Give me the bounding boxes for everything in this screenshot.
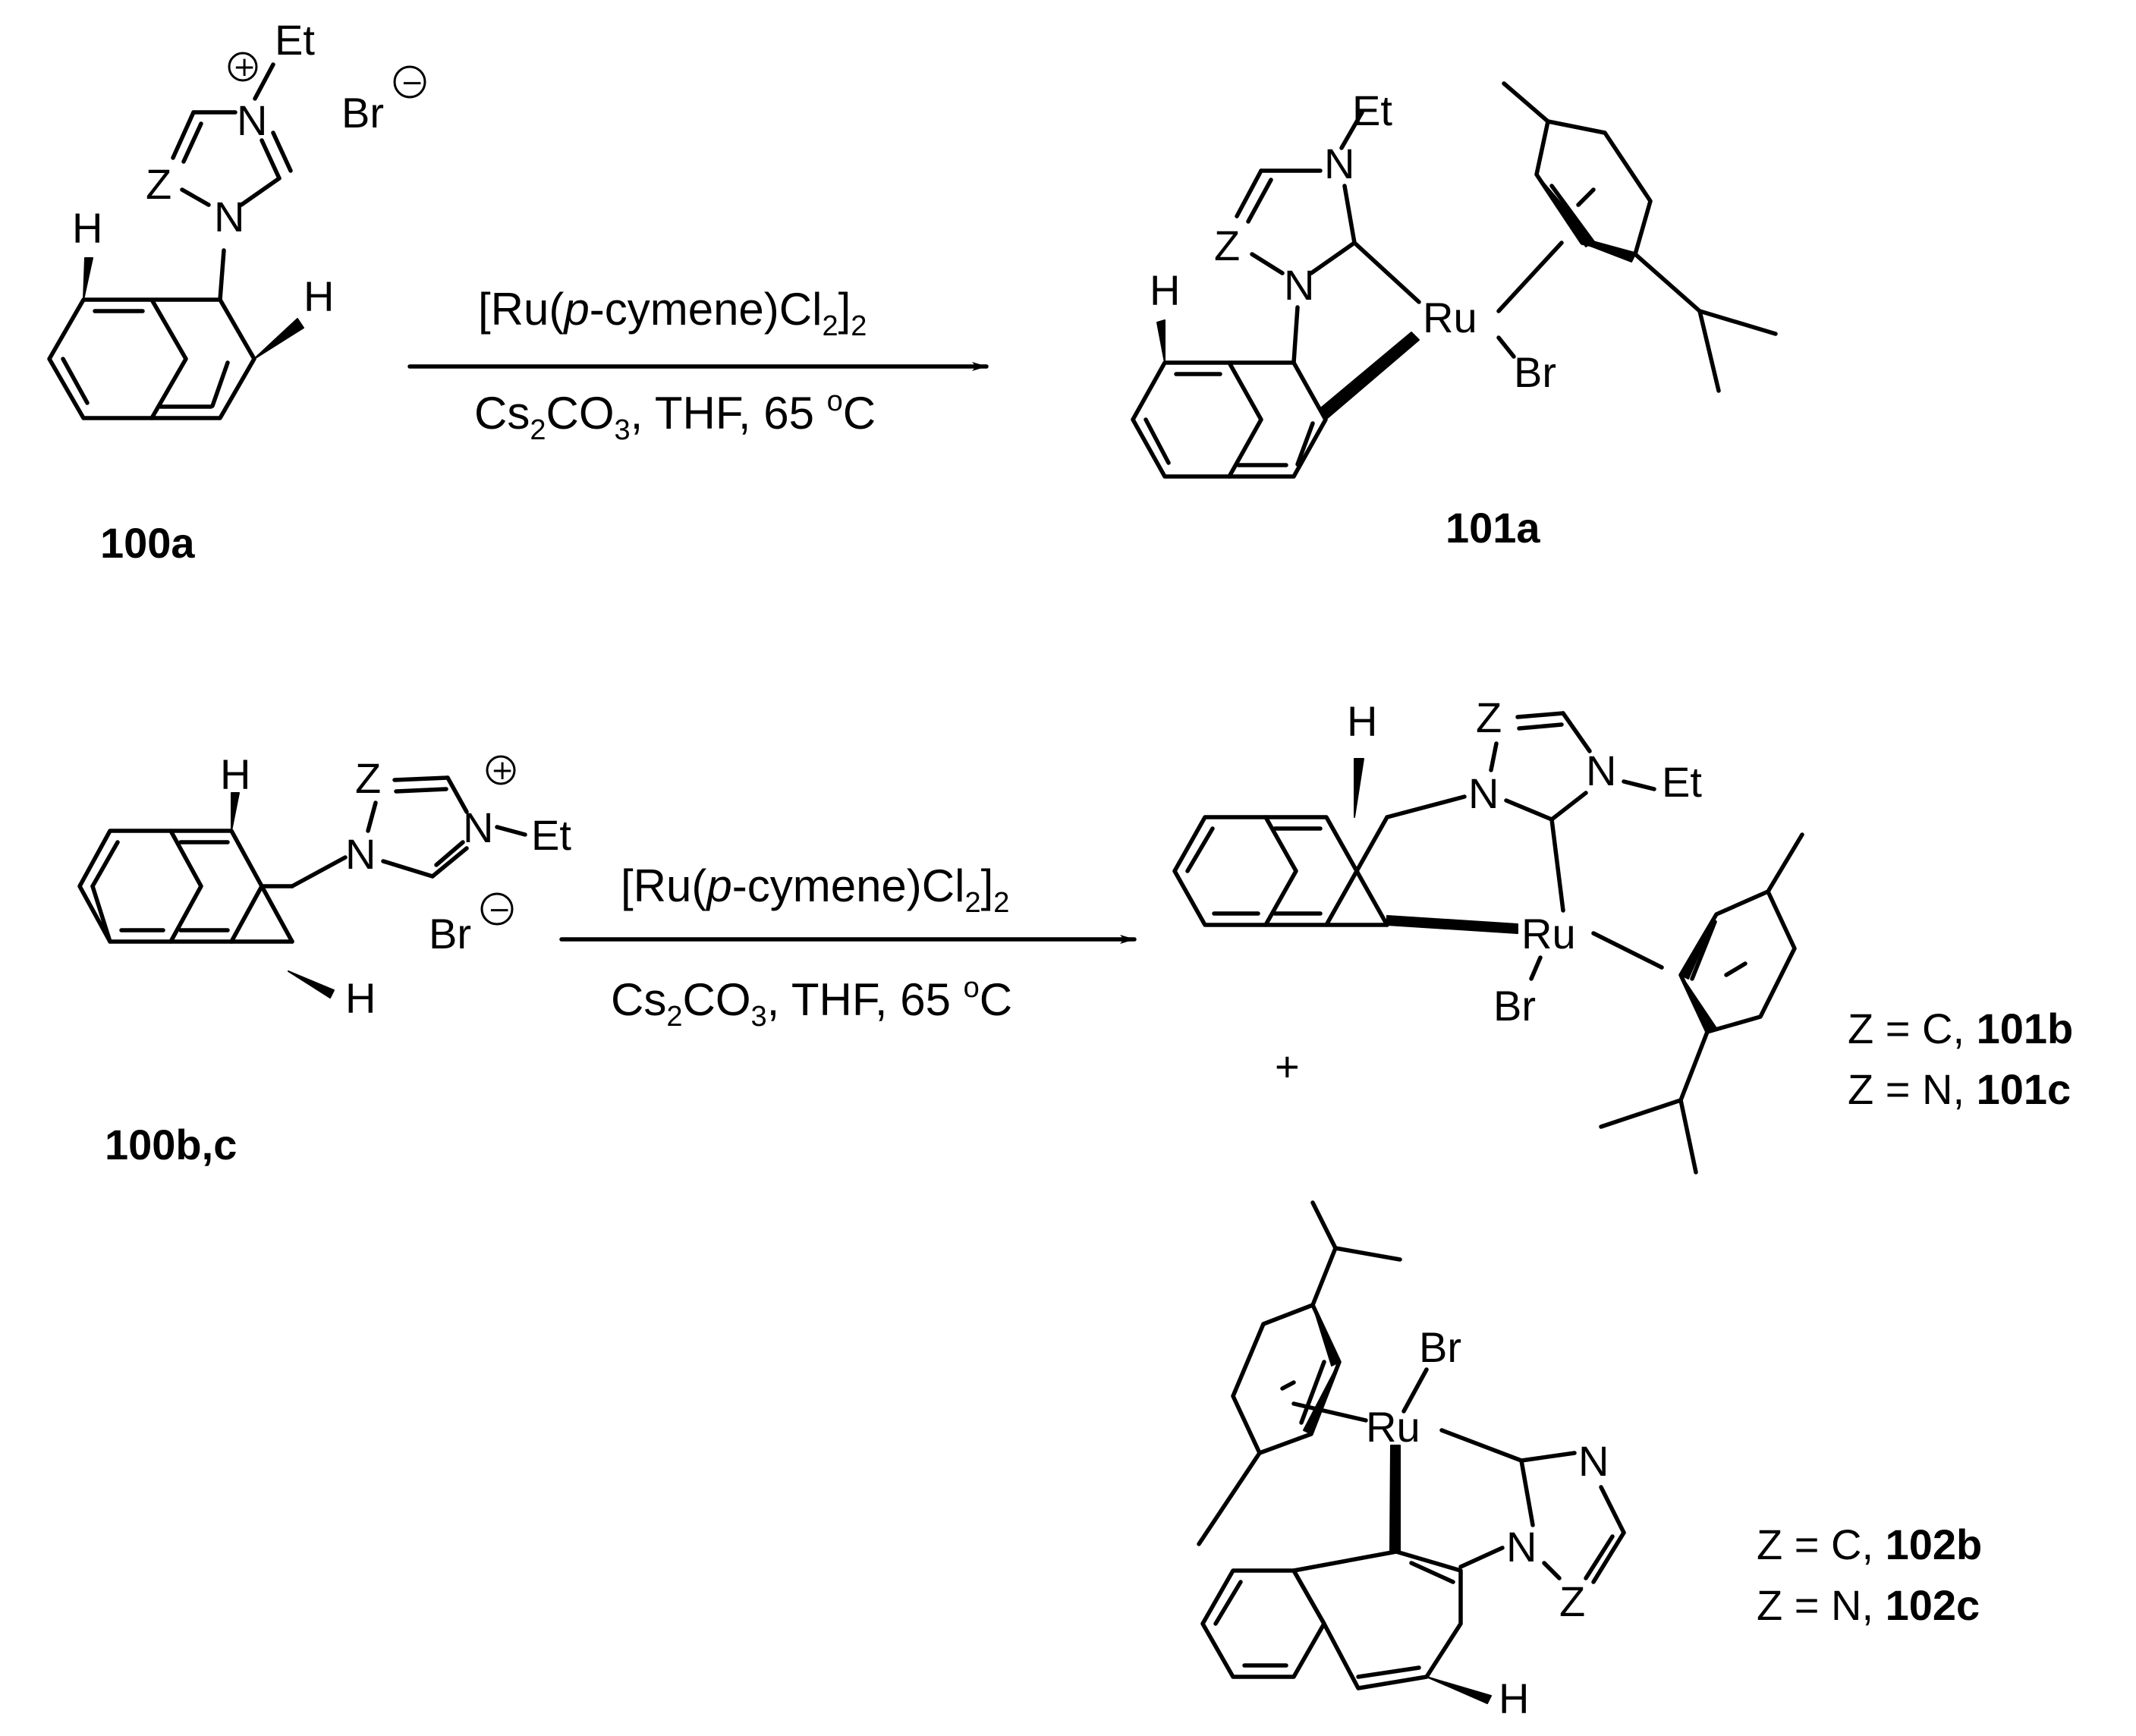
naphthalene-ring-102bc <box>1200 1549 1463 1690</box>
naphthalene-ring-100bc <box>77 829 264 944</box>
conditions-1: Cs2CO3, THF, 65 oC <box>474 385 876 446</box>
naphthalene-ring-101a <box>1131 360 1328 479</box>
n-aryl-bond <box>218 248 226 302</box>
top-h-wedge <box>1354 758 1364 818</box>
ring-nitrogen-3: N <box>1324 140 1354 187</box>
ring-nitrogen-3: N <box>237 96 267 144</box>
conditions-2: Cs2CO3, THF, 65 oC <box>611 972 1012 1033</box>
legend-101c: Z = N, 101c <box>1848 1065 2071 1113</box>
ruthenium-center: Ru <box>1366 1403 1420 1451</box>
ru-aryl-wedge <box>1386 915 1518 934</box>
ring-nitrogen-1: N <box>1284 261 1314 309</box>
nitrogen-positive-charge: + <box>233 52 256 83</box>
legend-101b: Z = C, 101b <box>1848 1005 2073 1052</box>
compound-101a-structure: H N Z N Et Ru Br <box>1131 81 1778 479</box>
ring-nitrogen-3: N <box>1578 1437 1609 1485</box>
bottom-hydrogen: H <box>1499 1675 1529 1722</box>
top-h-wedge <box>231 792 240 832</box>
peri-hydrogen: H <box>72 204 102 252</box>
bromide-negative-charge: − <box>401 68 423 99</box>
ethyl-group: Et <box>275 16 315 64</box>
ortho-h-wedge <box>253 318 304 360</box>
ethyl-group: Et <box>531 811 571 859</box>
ortho-hydrogen: H <box>304 272 334 320</box>
bromide-negative-charge: − <box>488 895 511 926</box>
ring-atom-z: Z <box>146 160 171 208</box>
legend-102c: Z = N, 102c <box>1757 1581 1980 1629</box>
plus-sign: + <box>1275 1043 1300 1090</box>
compound-100bc-structure: H H N Z N + Et Br − <box>77 750 571 1022</box>
bromide-ligand: Br <box>1419 1323 1461 1371</box>
bromide-counterion: Br <box>341 89 384 137</box>
bottom-h-wedge <box>288 970 335 999</box>
label-100bc: 100b,c <box>105 1121 237 1168</box>
ring-nitrogen-1: N <box>1506 1523 1537 1571</box>
triazolylidene-ring-102bc: N N Z <box>1506 1437 1626 1625</box>
naphthalene-ring-101bc <box>1172 815 1389 927</box>
label-101a: 101a <box>1445 504 1540 552</box>
reaction-arrow-2: [Ru(p-cymene)Cl2]2 Cs2CO3, THF, 65 oC <box>559 860 1137 1033</box>
top-hydrogen: H <box>220 750 250 798</box>
ring-atom-z: Z <box>1476 693 1502 741</box>
ring-atom-z: Z <box>355 754 381 802</box>
p-cymene-ligand-102bc <box>1197 1200 1402 1546</box>
reagent-1: [Ru(p-cymene)Cl2]2 <box>478 284 867 342</box>
reaction-arrow-1: [Ru(p-cymene)Cl2]2 Cs2CO3, THF, 65 oC <box>407 284 989 446</box>
ru-aryl-wedge <box>1389 1445 1401 1552</box>
p-cymene-ligand-101a <box>1502 81 1778 393</box>
ring-atom-z: Z <box>1559 1577 1585 1625</box>
bottom-hydrogen: H <box>345 974 376 1022</box>
nitrogen-positive-charge: + <box>491 755 514 786</box>
p-cymene-ligand-101bc <box>1599 832 1804 1175</box>
compound-102bc-structure: Ru Br N N Z H <box>1197 1200 1626 1722</box>
imidazolium-ring-100a: N Z N <box>146 96 293 241</box>
compound-101bc-structure: H N Z N Et Ru Br <box>1172 693 1804 1175</box>
ring-nitrogen-1: N <box>1468 769 1499 817</box>
ru-aryl-wedge <box>1318 332 1420 420</box>
ruthenium-center: Ru <box>1423 294 1477 341</box>
ring-nitrogen-3: N <box>1586 747 1616 794</box>
top-hydrogen: H <box>1347 697 1377 745</box>
triazolylidene-ring-101bc: N Z N <box>1468 693 1616 822</box>
imidazolium-ring-100bc: N Z N <box>345 754 493 879</box>
naphthalene-ring-100a <box>47 297 256 420</box>
legend-102b: Z = C, 102b <box>1757 1521 1982 1568</box>
bromide-ligand: Br <box>1514 348 1556 396</box>
bromide-counterion: Br <box>429 910 471 958</box>
label-100a: 100a <box>100 519 195 567</box>
bottom-h-wedge <box>1426 1676 1492 1704</box>
ring-atom-z: Z <box>1214 222 1240 269</box>
ethyl-group: Et <box>1662 758 1702 806</box>
peri-h-wedge <box>1156 319 1166 363</box>
ethyl-group: Et <box>1352 86 1392 134</box>
peri-h-wedge <box>83 257 93 300</box>
ring-nitrogen-1: N <box>345 830 376 878</box>
peri-hydrogen: H <box>1150 266 1180 314</box>
ring-nitrogen-1: N <box>214 193 244 241</box>
compound-100a-structure: H H N Z N + Et Br − <box>47 16 426 420</box>
triazolylidene-ring-101a: N Z N <box>1214 140 1357 309</box>
reagent-2: [Ru(p-cymene)Cl2]2 <box>621 860 1009 919</box>
ruthenium-center: Ru <box>1521 910 1576 958</box>
bromide-ligand: Br <box>1493 982 1536 1030</box>
